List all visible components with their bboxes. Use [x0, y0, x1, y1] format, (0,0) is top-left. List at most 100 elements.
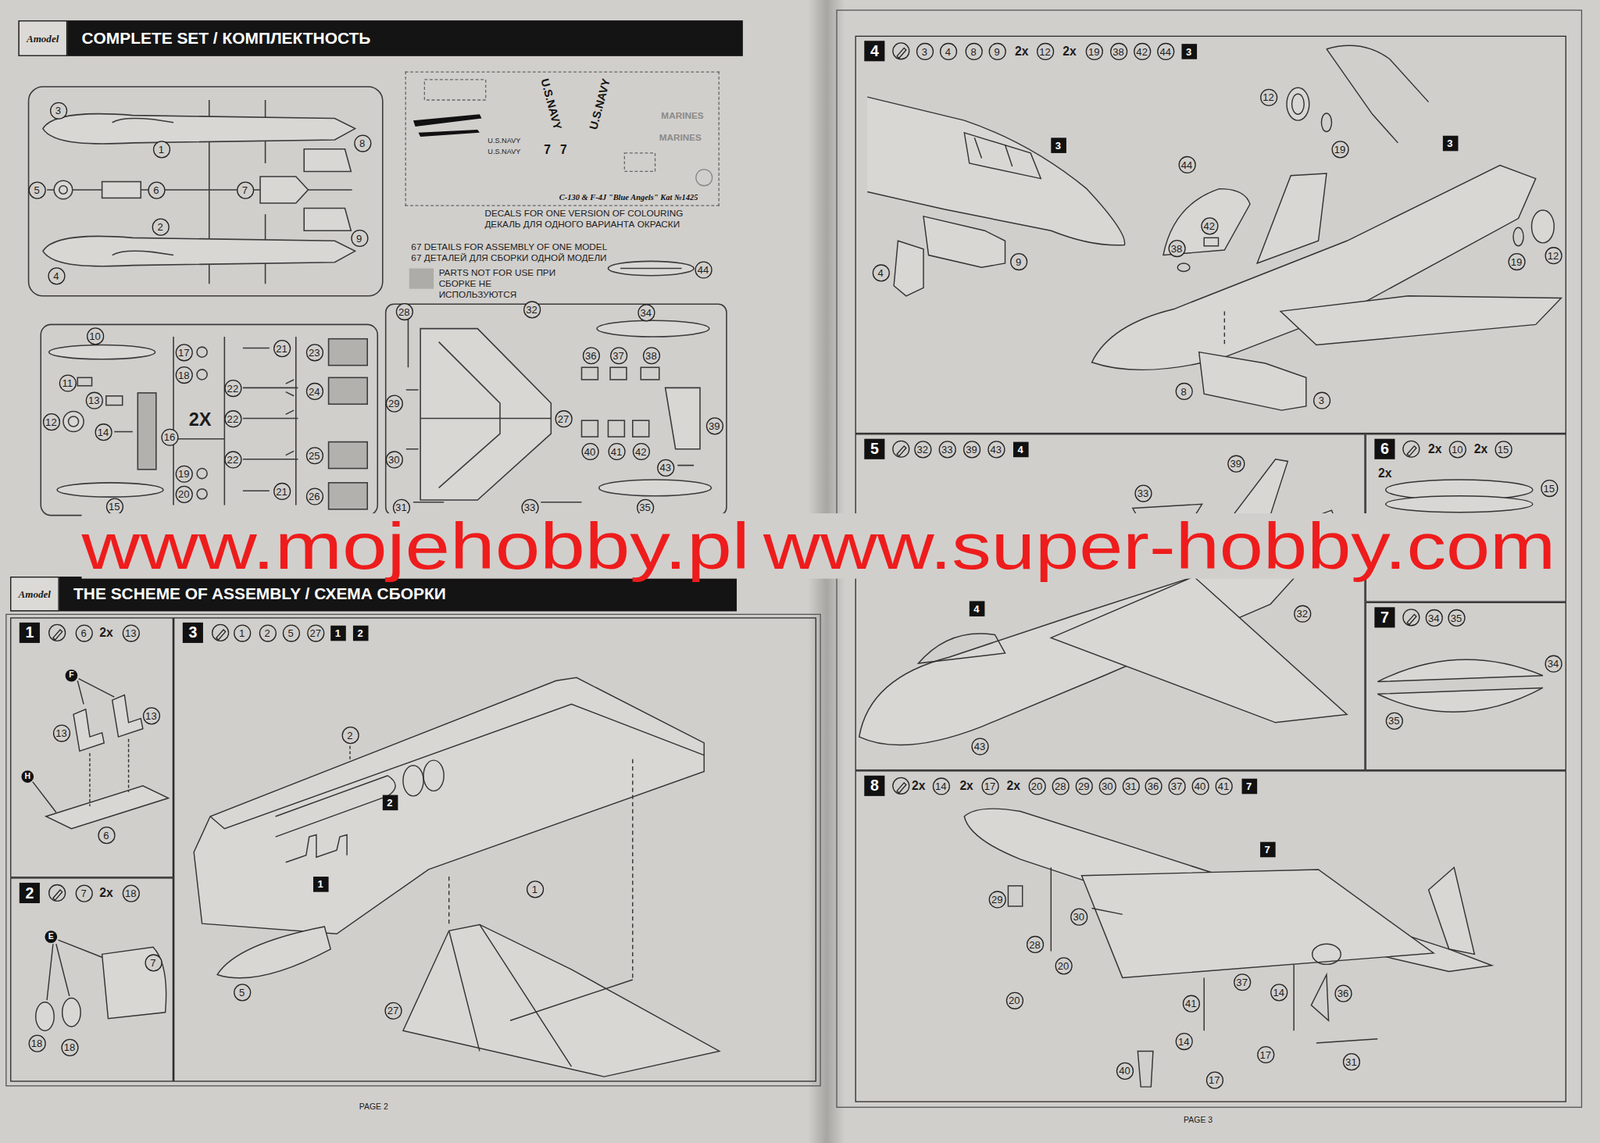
callout-number: 19: [175, 464, 193, 483]
multiplier: 2X: [187, 410, 212, 431]
assembly-tag: 2: [382, 794, 398, 811]
page-frame: [6, 10, 1583, 1108]
glue-icon: [49, 624, 66, 641]
sprue-frame: [68, 416, 79, 427]
callout-number: 7: [235, 181, 254, 199]
glue-icon: [53, 629, 63, 640]
decal-artwork: [696, 169, 713, 186]
decal-caption: C-130 & F-4J "Blue Angels" Kat №1425: [559, 192, 699, 203]
callout-number: 20: [1054, 957, 1072, 975]
callout-number: 25: [305, 446, 323, 464]
header-bar: AmodelTHE SCHEME OF ASSEMBLY / СХЕМА СБО…: [10, 576, 737, 611]
multiplier: 2x: [958, 778, 975, 793]
callout-number: 38: [1167, 239, 1186, 257]
callout-number: 9: [1009, 252, 1027, 270]
glue-icon: [216, 629, 226, 640]
assembly-tag: 3: [1050, 137, 1067, 154]
callout-number: 6: [97, 825, 115, 843]
assembly-drawing: [112, 695, 143, 738]
callout-number: 13: [85, 391, 103, 409]
decal-artwork: [413, 114, 483, 137]
sprue-frame: [42, 114, 356, 144]
sprue-frame: [385, 303, 727, 515]
sprue-frame: [40, 324, 378, 515]
sprue-frame: [57, 482, 164, 497]
callout-number: 3: [915, 42, 933, 60]
assembly-drawing: [1377, 659, 1543, 682]
callout-number: 5: [28, 181, 46, 199]
callout-number: 2: [258, 624, 276, 642]
callout-number: 10: [1448, 440, 1466, 458]
callout-number: 10: [85, 327, 104, 345]
brand-logo: Amodel: [10, 576, 59, 611]
glue-icon: [896, 446, 907, 457]
glue-icon: [892, 440, 910, 458]
sprue-frame: [303, 149, 351, 172]
glue-icon: [1403, 609, 1420, 626]
assembly-drawing: [1513, 227, 1524, 247]
sprue-frame: [607, 420, 625, 437]
assembly-drawing: [1007, 885, 1022, 907]
callout-number: 14: [94, 422, 112, 440]
callout-number: 13: [142, 707, 160, 725]
glue-icon: [53, 889, 63, 900]
assembly-drawing: [1377, 687, 1543, 712]
assembly-drawing: [1531, 210, 1554, 243]
assembly-drawing: [89, 739, 129, 807]
page-frame: [6, 614, 821, 1086]
note-text: MARINES: [660, 110, 704, 122]
callout-number: 29: [1075, 777, 1093, 795]
callout-number: 3: [1312, 391, 1330, 409]
sprue-frame: [303, 207, 351, 231]
callout-number: 14: [1175, 1032, 1193, 1050]
multiplier: 2x: [1472, 442, 1489, 456]
sprue-frame: [114, 431, 133, 433]
sprue-frame: [328, 339, 368, 510]
callout-number: 9: [350, 228, 368, 247]
glue-icon: [212, 624, 229, 641]
callout-number: 36: [1144, 777, 1162, 795]
assembly-drawing: [918, 633, 1006, 664]
sprue-frame: [640, 367, 660, 380]
assembly-drawing: [193, 677, 704, 934]
callout-number: 27: [306, 624, 324, 642]
sprue-frame: [599, 479, 712, 497]
assembly-drawing: [403, 765, 424, 797]
assembly-drawing: [1257, 173, 1327, 264]
glue-icon: [1403, 440, 1420, 458]
assembly-drawing: [1050, 867, 1294, 1031]
assembly-tag: 3: [1442, 135, 1458, 151]
callout-number: 34: [1544, 654, 1562, 672]
callout-number: 35: [1385, 711, 1403, 729]
note-text: DECALS FOR ONE VERSION OF COLOURING: [484, 207, 683, 219]
callout-number: 9: [988, 42, 1006, 60]
callout-number: 6: [147, 181, 165, 199]
glue-icon: [49, 885, 66, 902]
note-text: 67 DETAILS FOR ASSEMBLY OF ONE MODEL: [410, 242, 608, 254]
sprue-frame: [173, 336, 297, 506]
sprue-frame: [581, 420, 598, 437]
glue-icon: [892, 777, 910, 794]
callout-number: 39: [1227, 454, 1245, 472]
callout-number: 44: [1156, 42, 1174, 60]
step-number: 5: [864, 439, 885, 460]
callout-number: 19: [1331, 140, 1349, 158]
callout-number: 12: [42, 412, 60, 430]
callout-number: 38: [642, 346, 660, 364]
assembly-drawing: [1385, 496, 1533, 513]
assembly-drawing: [1292, 93, 1305, 115]
callout-number: 36: [1334, 984, 1352, 1002]
note-text: 67 ДЕТАЛЕЙ ДЛЯ СБОРКИ ОДНОЙ МОДЕЛИ: [410, 253, 607, 265]
callout-number: 42: [632, 442, 650, 460]
callout-number: 38: [1109, 42, 1127, 60]
callout-number: 30: [385, 450, 403, 468]
callout-number: 4: [939, 42, 957, 60]
callout-number: 2: [341, 725, 359, 743]
header-bar: AmodelCOMPLETE SET / КОМПЛЕКТНОСТЬ: [18, 20, 743, 57]
watermark: www.mojehobby.pl: [81, 513, 750, 579]
callout-number: 28: [395, 302, 413, 320]
callout-number: 18: [60, 1038, 79, 1056]
step-number: 8: [864, 775, 885, 797]
